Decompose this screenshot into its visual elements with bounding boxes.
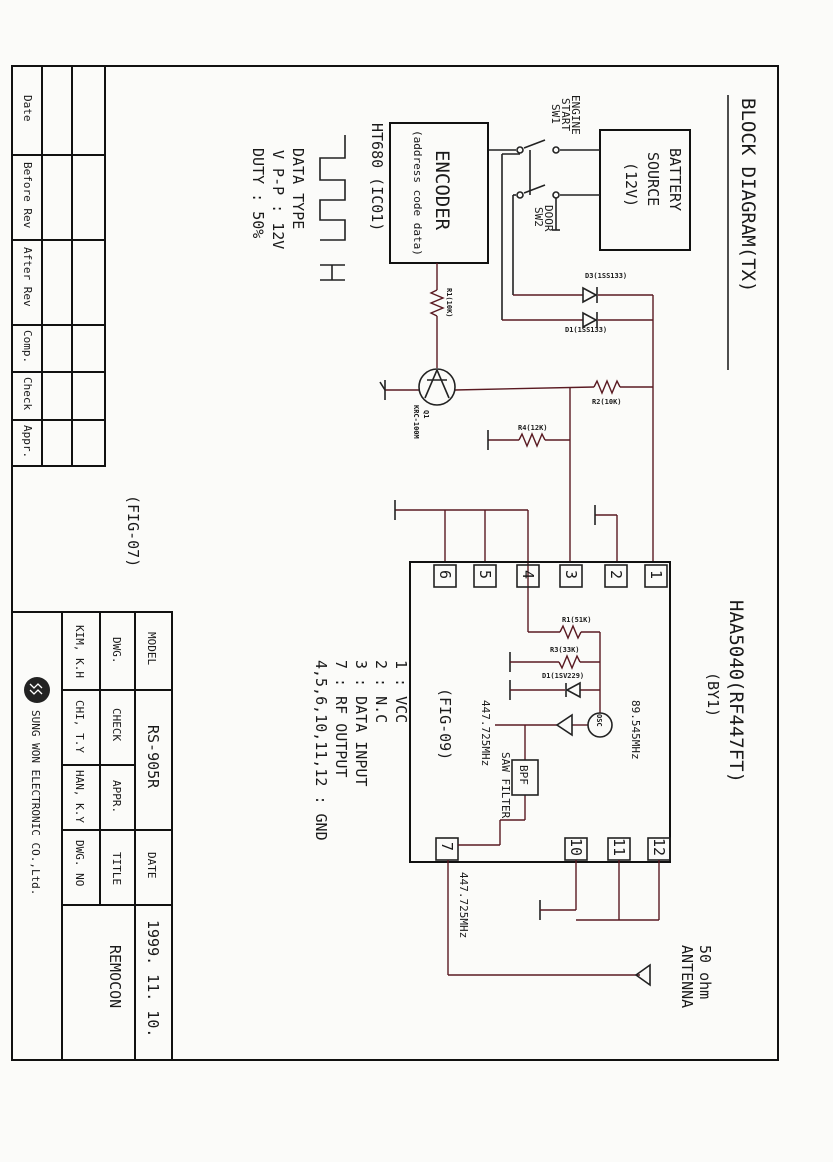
svg-text:KIM, K.H: KIM, K.H (73, 625, 86, 678)
battery-source: BATTERY SOURCE (12V) (599, 129, 691, 251)
svg-text:REMOCON: REMOCON (106, 945, 124, 1008)
data-type-waveform: DATA TYPE V P-P : 12V DUTY : 50% (249, 135, 346, 281)
svg-text:DWG. NO: DWG. NO (73, 840, 86, 886)
r3-label: R3(33K) (550, 646, 580, 654)
r2-label: R2(10K) (592, 398, 622, 406)
bpf-block: BPF (511, 759, 539, 796)
svg-text:V P-P : 12V: V P-P : 12V (269, 150, 287, 249)
company-logo (24, 677, 50, 703)
revision-table (11, 65, 106, 467)
svg-text:2: 2 (607, 570, 625, 579)
svg-text:TITLE: TITLE (110, 852, 123, 885)
sheet-border (11, 65, 779, 1061)
diode-d1 (582, 311, 598, 329)
svg-text:(12V): (12V) (622, 162, 640, 207)
varicap-diode (565, 681, 581, 699)
svg-text:HT680 (IC01): HT680 (IC01) (368, 123, 386, 231)
q1-label: Q1 (422, 410, 430, 418)
d1-1sv229-label: D1(1SV229) (542, 672, 584, 680)
diagram-title: BLOCK DIAGRAM(TX) (737, 98, 759, 292)
svg-text:Before Rev: Before Rev (21, 162, 34, 229)
svg-text:ENCODER: ENCODER (431, 150, 453, 231)
amplifier-icon (555, 713, 573, 737)
revision-headers: Date Before Rev After Rev Comp. Check Ap… (21, 95, 34, 458)
sw2-label-2: SW2 (532, 207, 545, 227)
transistor-q1 (418, 368, 456, 406)
saw-filter-label: SAW FILTER (499, 752, 512, 819)
svg-text:BATTERY: BATTERY (666, 148, 684, 211)
svg-text:Date: Date (21, 95, 34, 122)
title-block-text: MODEL RS-905R DATE 1999. 11. 10. DWG. CH… (29, 625, 162, 1037)
svg-text:DUTY : 50%: DUTY : 50% (249, 148, 267, 238)
svg-text:SOURCE: SOURCE (644, 152, 662, 206)
diode-d3 (582, 286, 598, 304)
ic-name: HAA5040(RF447FT) (725, 600, 747, 783)
svg-text:10: 10 (567, 838, 585, 856)
svg-text:DATA TYPE: DATA TYPE (289, 148, 307, 229)
saw-freq: 447.725MHz (479, 700, 492, 766)
svg-text:Comp.: Comp. (21, 330, 34, 363)
svg-text:6: 6 (436, 570, 454, 579)
svg-text:SUNG WON ELECTRONIC CO.,Ltd.: SUNG WON ELECTRONIC CO.,Ltd. (29, 710, 42, 895)
svg-text:4,5,6,10,11,12 : GND: 4,5,6,10,11,12 : GND (312, 660, 330, 841)
svg-text:2 : N.C: 2 : N.C (372, 660, 390, 723)
svg-text:3: 3 (562, 570, 580, 579)
svg-text:BPF: BPF (517, 765, 530, 785)
sw1-label-2: START (559, 98, 572, 131)
svg-text:After Rev: After Rev (21, 247, 34, 307)
encoder-block: ENCODER (address code data) HT680 (IC01) (368, 122, 489, 264)
svg-text:4: 4 (519, 570, 537, 579)
svg-text:3 : DATA INPUT: 3 : DATA INPUT (352, 660, 370, 786)
fig09-label: (FIG-09) (436, 688, 454, 760)
svg-text:MODEL: MODEL (145, 632, 158, 665)
svg-text:12: 12 (650, 838, 668, 856)
title-block (11, 611, 173, 1061)
d1-label: D1(1SS133) (565, 326, 607, 334)
rf-out-freq: 447.725MHz (457, 872, 470, 938)
svg-text:5: 5 (476, 570, 494, 579)
osc-freq: 89.545MHz (629, 700, 642, 760)
fig07-label: (FIG-07) (124, 495, 142, 567)
antenna-ohm: 50 ohm (696, 945, 714, 999)
svg-text:7: 7 (438, 842, 456, 851)
ic-pins: 1 2 3 4 5 6 7 10 11 12 (433, 564, 671, 861)
svg-text:CHI, T.Y: CHI, T.Y (73, 700, 86, 753)
svg-text:1 : VCC: 1 : VCC (392, 660, 410, 723)
antenna-icon (634, 963, 651, 987)
r1-label: R1(10K) (445, 288, 453, 318)
switches (488, 139, 600, 320)
ic-sub: (BY1) (704, 672, 722, 717)
svg-text:Appr.: Appr. (21, 425, 34, 458)
svg-text:HAN, K.Y: HAN, K.Y (73, 770, 86, 823)
tx-wiring (385, 263, 654, 632)
svg-text:(address code data): (address code data) (411, 130, 424, 256)
ic-haa5040 (409, 561, 671, 863)
antenna-label: ANTENNA (678, 945, 696, 1008)
svg-text:11: 11 (610, 838, 628, 856)
svg-text:Check: Check (21, 377, 34, 410)
svg-text:APPR.: APPR. (110, 780, 123, 813)
pin-list: 1 : VCC 2 : N.C 3 : DATA INPUT 7 : RF OU… (312, 660, 410, 841)
r4-label: R4(12K) (518, 424, 548, 432)
d3-label: D3(1SS133) (585, 272, 627, 280)
q1-part: KRC-100M (412, 405, 420, 439)
svg-text:7 : RF OUTPUT: 7 : RF OUTPUT (332, 660, 350, 777)
ic-internal-wiring (447, 624, 660, 976)
svg-text:RS-905R: RS-905R (144, 725, 162, 789)
sw2-label: DOOR (542, 205, 555, 232)
sw1-label: ENGINE (569, 95, 582, 135)
svg-text:DWG.: DWG. (110, 637, 123, 664)
svg-text:1: 1 (647, 570, 665, 579)
oscillator: OSC (587, 712, 613, 738)
svg-text:1999. 11. 10.: 1999. 11. 10. (144, 920, 162, 1037)
svg-text:DATE: DATE (145, 852, 158, 879)
svg-text:CHECK: CHECK (110, 708, 123, 741)
svg-text:OSC: OSC (595, 714, 603, 727)
sw1-label-3: SW1 (549, 104, 562, 124)
r1-51k-label: R1(51K) (562, 616, 592, 624)
